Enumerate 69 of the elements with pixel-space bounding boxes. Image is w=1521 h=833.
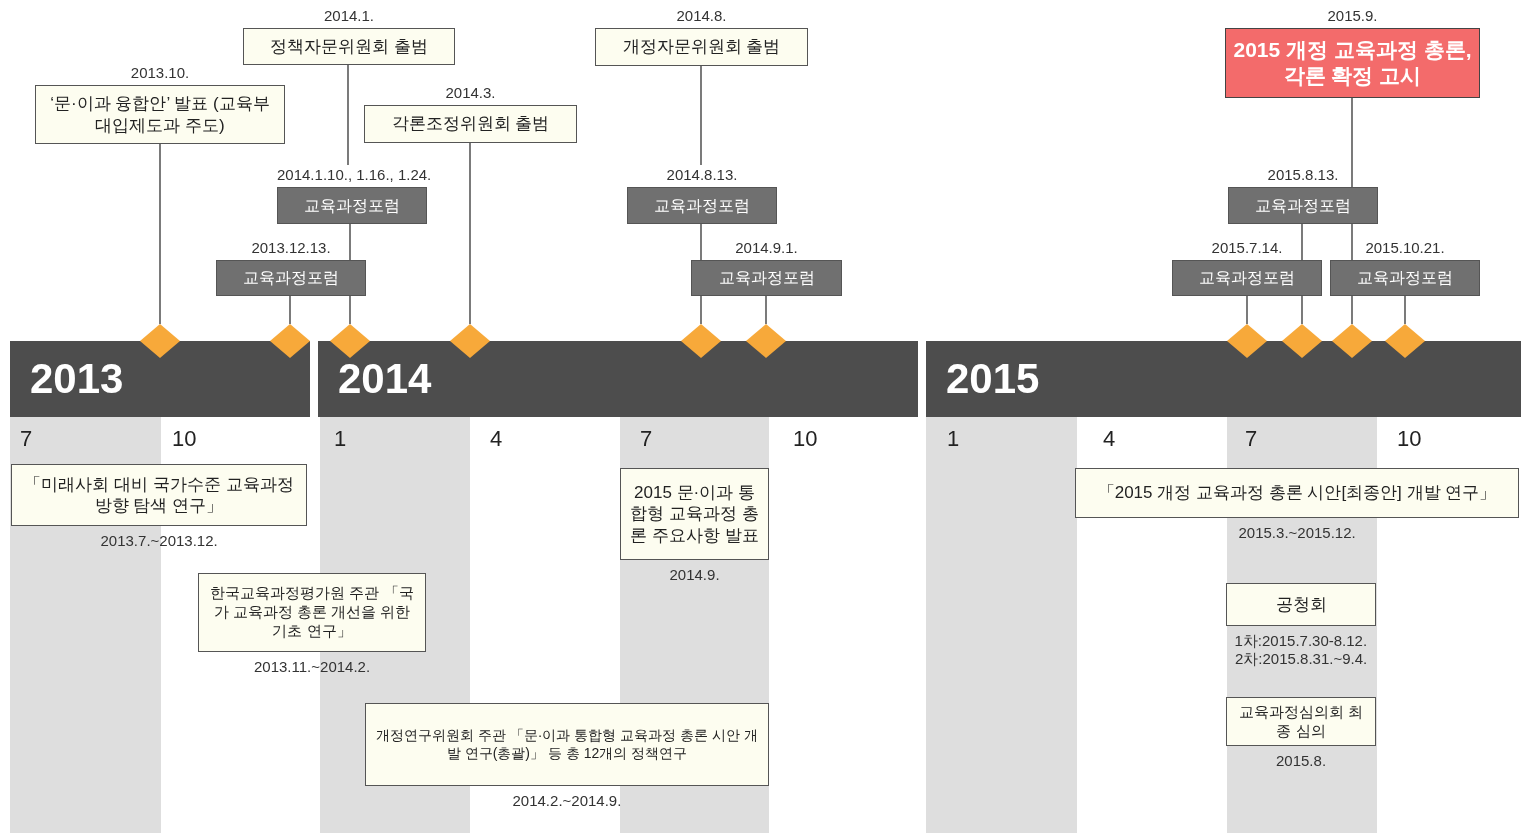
date-range-label: 2차:2015.8.31.~9.4. [1235, 650, 1368, 668]
connector-line [347, 64, 349, 166]
connector-line [700, 295, 702, 325]
connector-line [1351, 97, 1353, 188]
study-box: 「2015 개정 교육과정 총론 시안[최종안] 개발 연구」 [1075, 468, 1519, 518]
year-band: 2013 [10, 341, 310, 417]
month-label: 7 [20, 426, 33, 452]
highlight-box: 2015 개정 교육과정 총론, 각론 확정 고시 [1225, 28, 1480, 98]
forum-box: 교육과정포럼 [277, 187, 427, 224]
date-label: 2015.8.13. [1267, 165, 1339, 185]
event-box: ‘문·이과 융합안’ 발표 (교육부 대입제도과 주도) [35, 85, 285, 144]
year-band: 2014 [318, 341, 918, 417]
connector-line [159, 143, 161, 325]
forum-box: 교육과정포럼 [1172, 260, 1322, 296]
connector-line [289, 295, 291, 325]
date-label: 2014.9.1. [735, 238, 798, 258]
month-label: 10 [793, 426, 818, 452]
connector-line [1301, 223, 1303, 261]
connector-line [765, 295, 767, 325]
forum-box: 교육과정포럼 [1330, 260, 1480, 296]
date-label: 2014.3. [445, 83, 496, 103]
date-label: 2013.12.13. [251, 238, 331, 258]
event-box: 정책자문위원회 출범 [243, 28, 455, 65]
connector-line [469, 142, 471, 325]
connector-line [1351, 223, 1353, 261]
date-label: 2015.9. [1327, 6, 1378, 26]
date-label: 2014.1.10., 1.16., 1.24. [277, 165, 432, 185]
month-label: 10 [1397, 426, 1422, 452]
month-label: 7 [1245, 426, 1258, 452]
forum-box: 교육과정포럼 [216, 260, 366, 296]
month-label: 7 [640, 426, 653, 452]
connector-line [1301, 295, 1303, 325]
connector-line [1351, 295, 1353, 325]
date-range-label: 2014.2.~2014.9. [512, 792, 622, 810]
study-box: 교육과정심의회 최종 심의 [1226, 697, 1376, 746]
date-label: 2014.8. [676, 6, 727, 26]
study-box: 공청회 [1226, 583, 1376, 626]
date-label: 2014.8.13. [666, 165, 738, 185]
forum-box: 교육과정포럼 [691, 260, 842, 296]
date-range-label: 2013.7.~2013.12. [100, 532, 218, 550]
forum-box: 교육과정포럼 [1228, 187, 1378, 224]
date-label: 2014.1. [323, 6, 374, 26]
date-range-label: 2014.9. [669, 566, 720, 584]
month-label: 1 [947, 426, 960, 452]
month-label: 1 [334, 426, 347, 452]
date-range-label: 2013.11.~2014.2. [254, 658, 371, 676]
connector-line [349, 295, 351, 325]
month-label: 10 [172, 426, 197, 452]
year-band: 2015 [926, 341, 1521, 417]
date-label: 2015.7.14. [1211, 238, 1283, 258]
event-box: 개정자문위원회 출범 [595, 28, 808, 66]
date-range-label: 2015.3.~2015.12. [1238, 524, 1356, 542]
connector-line [1404, 295, 1406, 325]
connector-line [700, 65, 702, 166]
connector-line [349, 223, 351, 261]
date-range-label: 1차:2015.7.30-8.12. [1234, 632, 1368, 650]
month-label: 4 [1103, 426, 1116, 452]
study-box: 한국교육과정평가원 주관 「국가 교육과정 총론 개선을 위한 기초 연구」 [198, 573, 426, 652]
date-range-label: 2015.8. [1276, 752, 1327, 770]
study-box: 「미래사회 대비 국가수준 교육과정 방향 탐색 연구」 [11, 464, 307, 526]
date-label: 2013.10. [130, 63, 190, 83]
study-box: 2015 문·이과 통합형 교육과정 총론 주요사항 발표 [620, 468, 769, 560]
connector-line [1246, 295, 1248, 325]
month-label: 4 [490, 426, 503, 452]
date-label: 2015.10.21. [1365, 238, 1445, 258]
study-box: 개정연구위원회 주관 「문·이과 통합형 교육과정 총론 시안 개발 연구(총괄)」 등 총 12개의 정책연구 [365, 703, 769, 786]
connector-line [700, 223, 702, 261]
event-box: 각론조정위원회 출범 [364, 105, 577, 143]
forum-box: 교육과정포럼 [627, 187, 777, 224]
